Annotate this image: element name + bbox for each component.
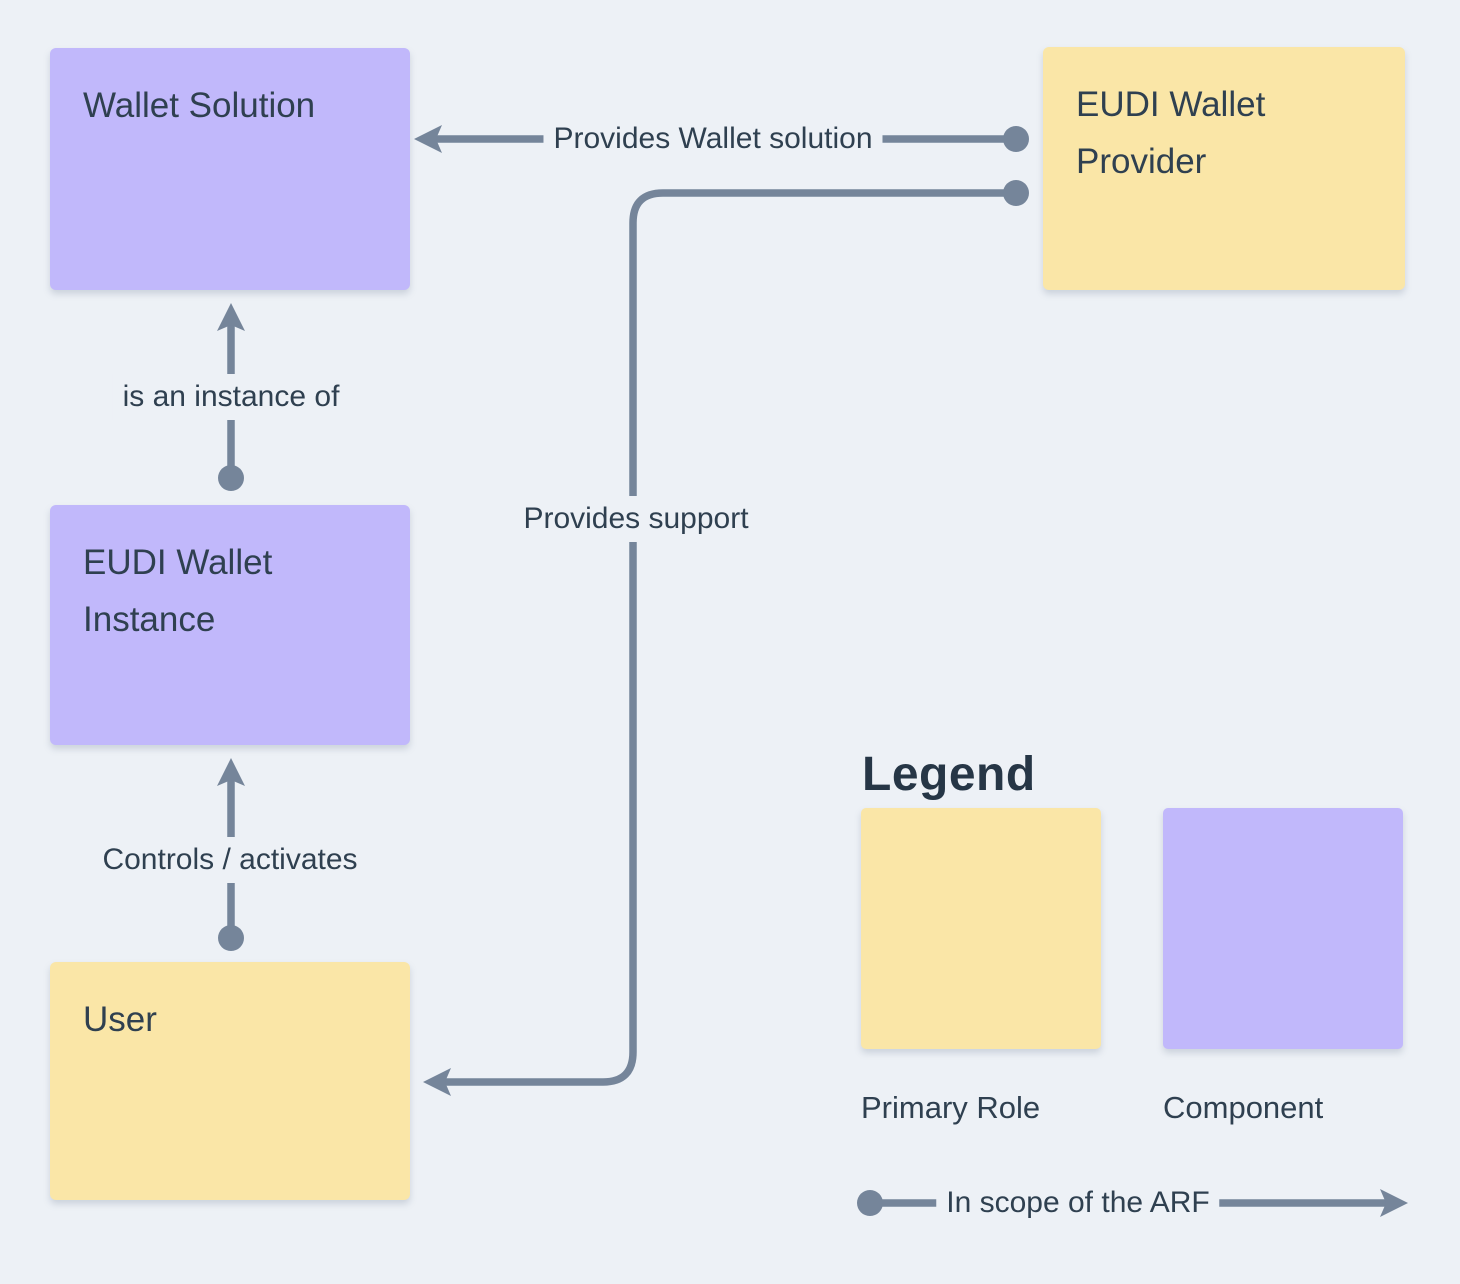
legend-scope-origin-dot	[857, 1190, 883, 1216]
connector-controls-activates-origin-dot	[218, 925, 244, 951]
legend-scope-arrowhead	[1380, 1189, 1408, 1217]
connector-provides-wallet-solution-origin-dot	[1003, 126, 1029, 152]
connector-label-is-an-instance-of: is an instance of	[112, 374, 350, 420]
connector-provides-support-origin-dot	[1003, 180, 1029, 206]
connector-is-an-instance-of-origin-dot	[218, 465, 244, 491]
legend-title: Legend	[862, 748, 1036, 801]
connector-provides-support-line	[441, 189, 1020, 1086]
node-wallet-solution-label: Wallet Solution	[83, 86, 316, 125]
node-eudi-wallet-instance: EUDI Wallet Instance	[50, 505, 410, 745]
node-eudi-wallet-provider-label: EUDI Wallet Provider	[1076, 85, 1266, 181]
legend-swatch-component	[1163, 808, 1403, 1049]
legend-label-component: Component	[1163, 1090, 1324, 1125]
legend-swatch-primary-role	[861, 808, 1101, 1049]
connector-controls-activates-arrowhead	[217, 758, 245, 786]
node-user-label: User	[83, 1000, 157, 1039]
connector-label-provides-support: Provides support	[513, 496, 759, 542]
connector-label-provides-wallet-solution: Provides Wallet solution	[543, 116, 883, 162]
node-user: User	[50, 962, 410, 1200]
legend-label-primary-role: Primary Role	[861, 1090, 1041, 1125]
connector-provides-support-arrowhead	[423, 1068, 451, 1096]
node-eudi-wallet-provider: EUDI Wallet Provider	[1043, 47, 1405, 290]
connector-is-an-instance-of-arrowhead	[217, 303, 245, 331]
node-eudi-wallet-instance-label: EUDI Wallet Instance	[83, 543, 273, 639]
legend-scope-label: In scope of the ARF	[936, 1180, 1220, 1226]
node-wallet-solution: Wallet Solution	[50, 48, 410, 290]
connector-provides-wallet-solution-arrowhead	[414, 125, 442, 153]
connector-label-controls-activates: Controls / activates	[92, 837, 368, 883]
